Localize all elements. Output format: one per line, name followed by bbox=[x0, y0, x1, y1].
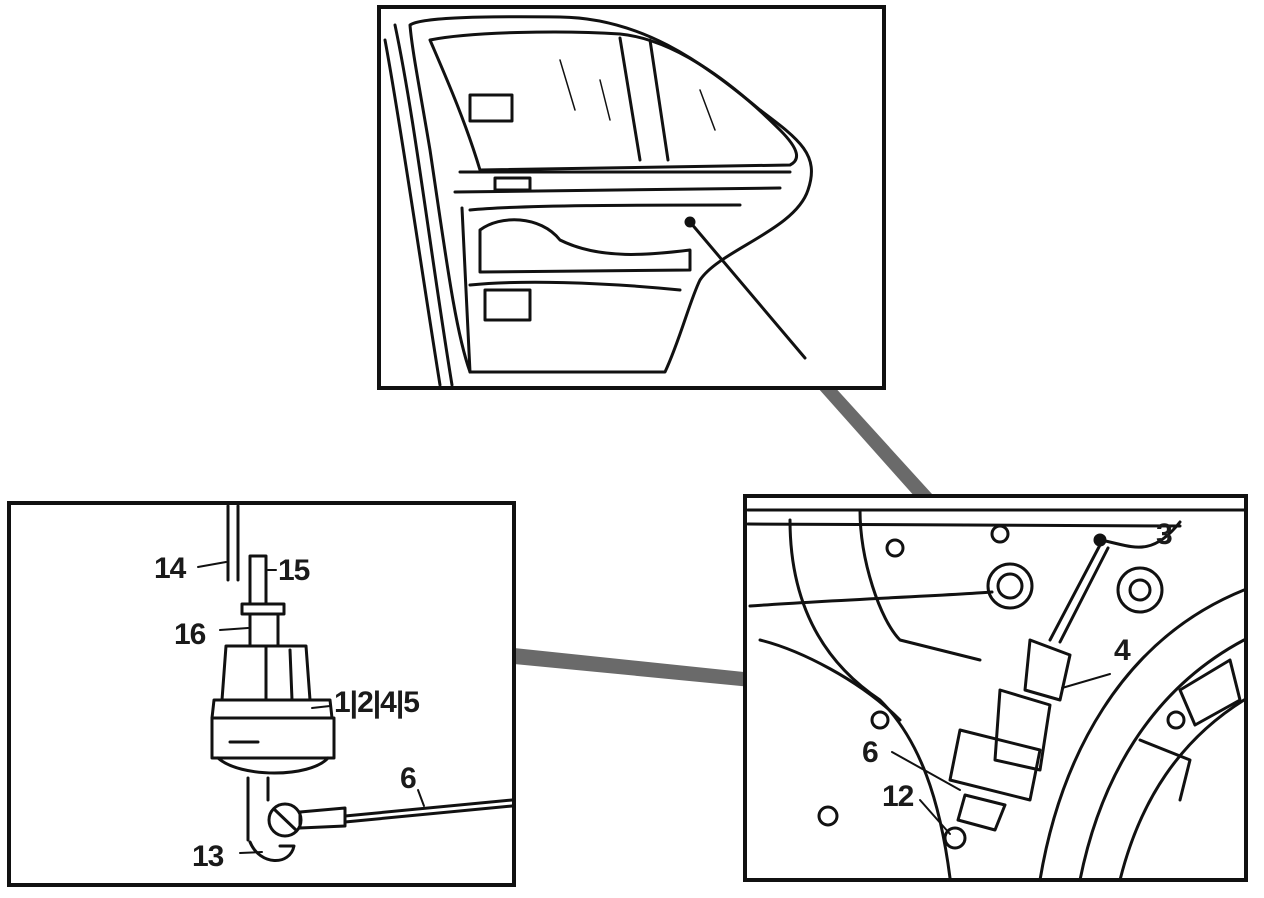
right-panel-door-mechanism: 3 4 6 12 bbox=[743, 494, 1248, 882]
callout-13: 13 bbox=[192, 840, 224, 873]
vacuum-element-illustration bbox=[197, 504, 514, 862]
callout-6-right: 6 bbox=[862, 736, 878, 769]
connector-top-to-right bbox=[818, 384, 932, 498]
door-mechanism-illustration bbox=[746, 508, 1246, 882]
callout-12: 12 bbox=[882, 780, 914, 813]
callout-6-left: 6 bbox=[400, 762, 416, 795]
top-panel-door-view bbox=[377, 5, 886, 390]
door-illustration bbox=[383, 15, 813, 387]
callout-3: 3 bbox=[1156, 518, 1172, 551]
callout-16: 16 bbox=[174, 618, 206, 651]
callout-4: 4 bbox=[1114, 634, 1131, 667]
callout-14: 14 bbox=[154, 552, 187, 585]
left-panel-vacuum-element: 14 15 16 1|2|4|5 6 13 bbox=[7, 501, 516, 887]
callout-1-2-4-5: 1|2|4|5 bbox=[334, 686, 419, 719]
callout-15: 15 bbox=[278, 554, 310, 587]
